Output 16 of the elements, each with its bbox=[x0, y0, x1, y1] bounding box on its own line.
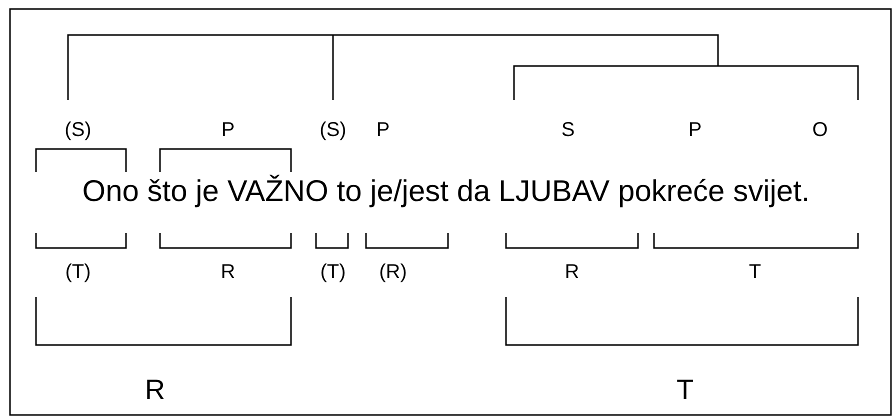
function-label: (T) bbox=[65, 262, 91, 282]
function-label: O bbox=[812, 120, 828, 140]
function-label: R bbox=[144, 376, 166, 404]
function-label: P bbox=[688, 120, 702, 140]
function-label: T bbox=[748, 262, 762, 282]
function-label: (T) bbox=[320, 262, 346, 282]
function-label: T bbox=[676, 376, 694, 404]
function-label: R bbox=[220, 262, 236, 282]
sentence-text: Ono što je VAŽNO to je/jest da LJUBAV pokreće svijet. bbox=[82, 177, 810, 207]
function-label: P bbox=[376, 120, 390, 140]
function-label: (R) bbox=[379, 262, 407, 282]
function-label: S bbox=[561, 120, 575, 140]
function-label: (S) bbox=[64, 120, 92, 140]
function-label: R bbox=[564, 262, 580, 282]
function-label: (S) bbox=[320, 120, 346, 140]
function-label: P bbox=[221, 120, 235, 140]
